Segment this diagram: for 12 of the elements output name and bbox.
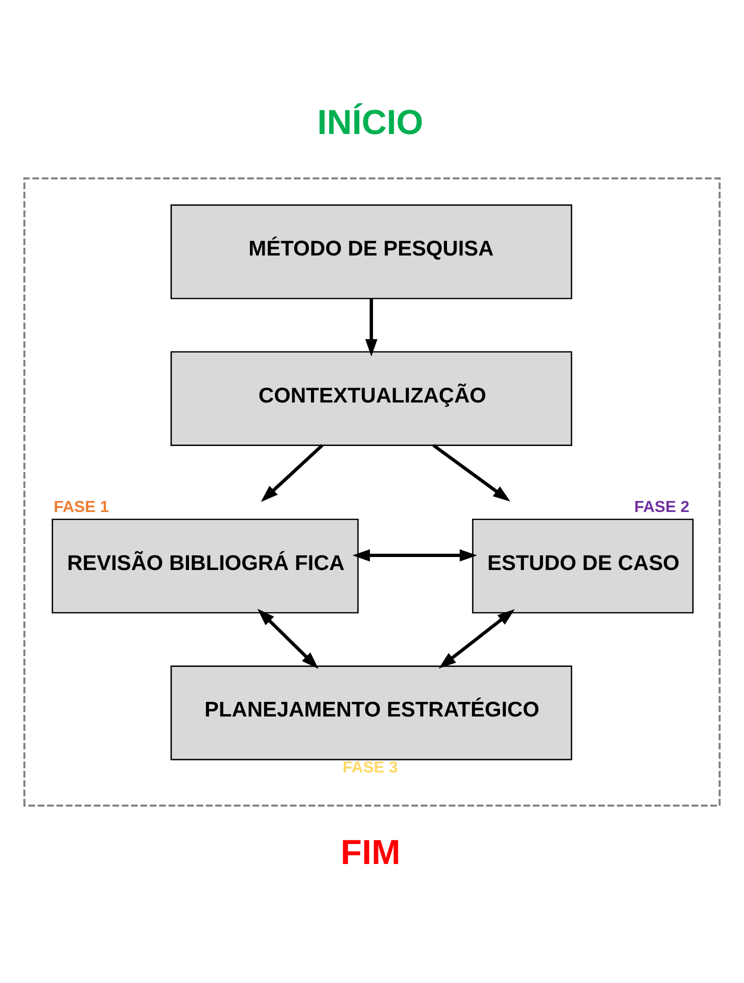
label: FIM [340,834,400,872]
arrow [365,298,378,356]
label: INÍCIO [317,104,424,142]
node-label: FASE 3 [342,758,398,776]
arrow [260,444,324,502]
cluster [23,176,721,806]
arrow [438,608,515,668]
arrow [257,608,318,668]
node-label: FASE 1 [54,498,109,516]
arrow [432,443,510,502]
node-label: FASE 2 [634,498,690,516]
arrow [352,548,478,561]
